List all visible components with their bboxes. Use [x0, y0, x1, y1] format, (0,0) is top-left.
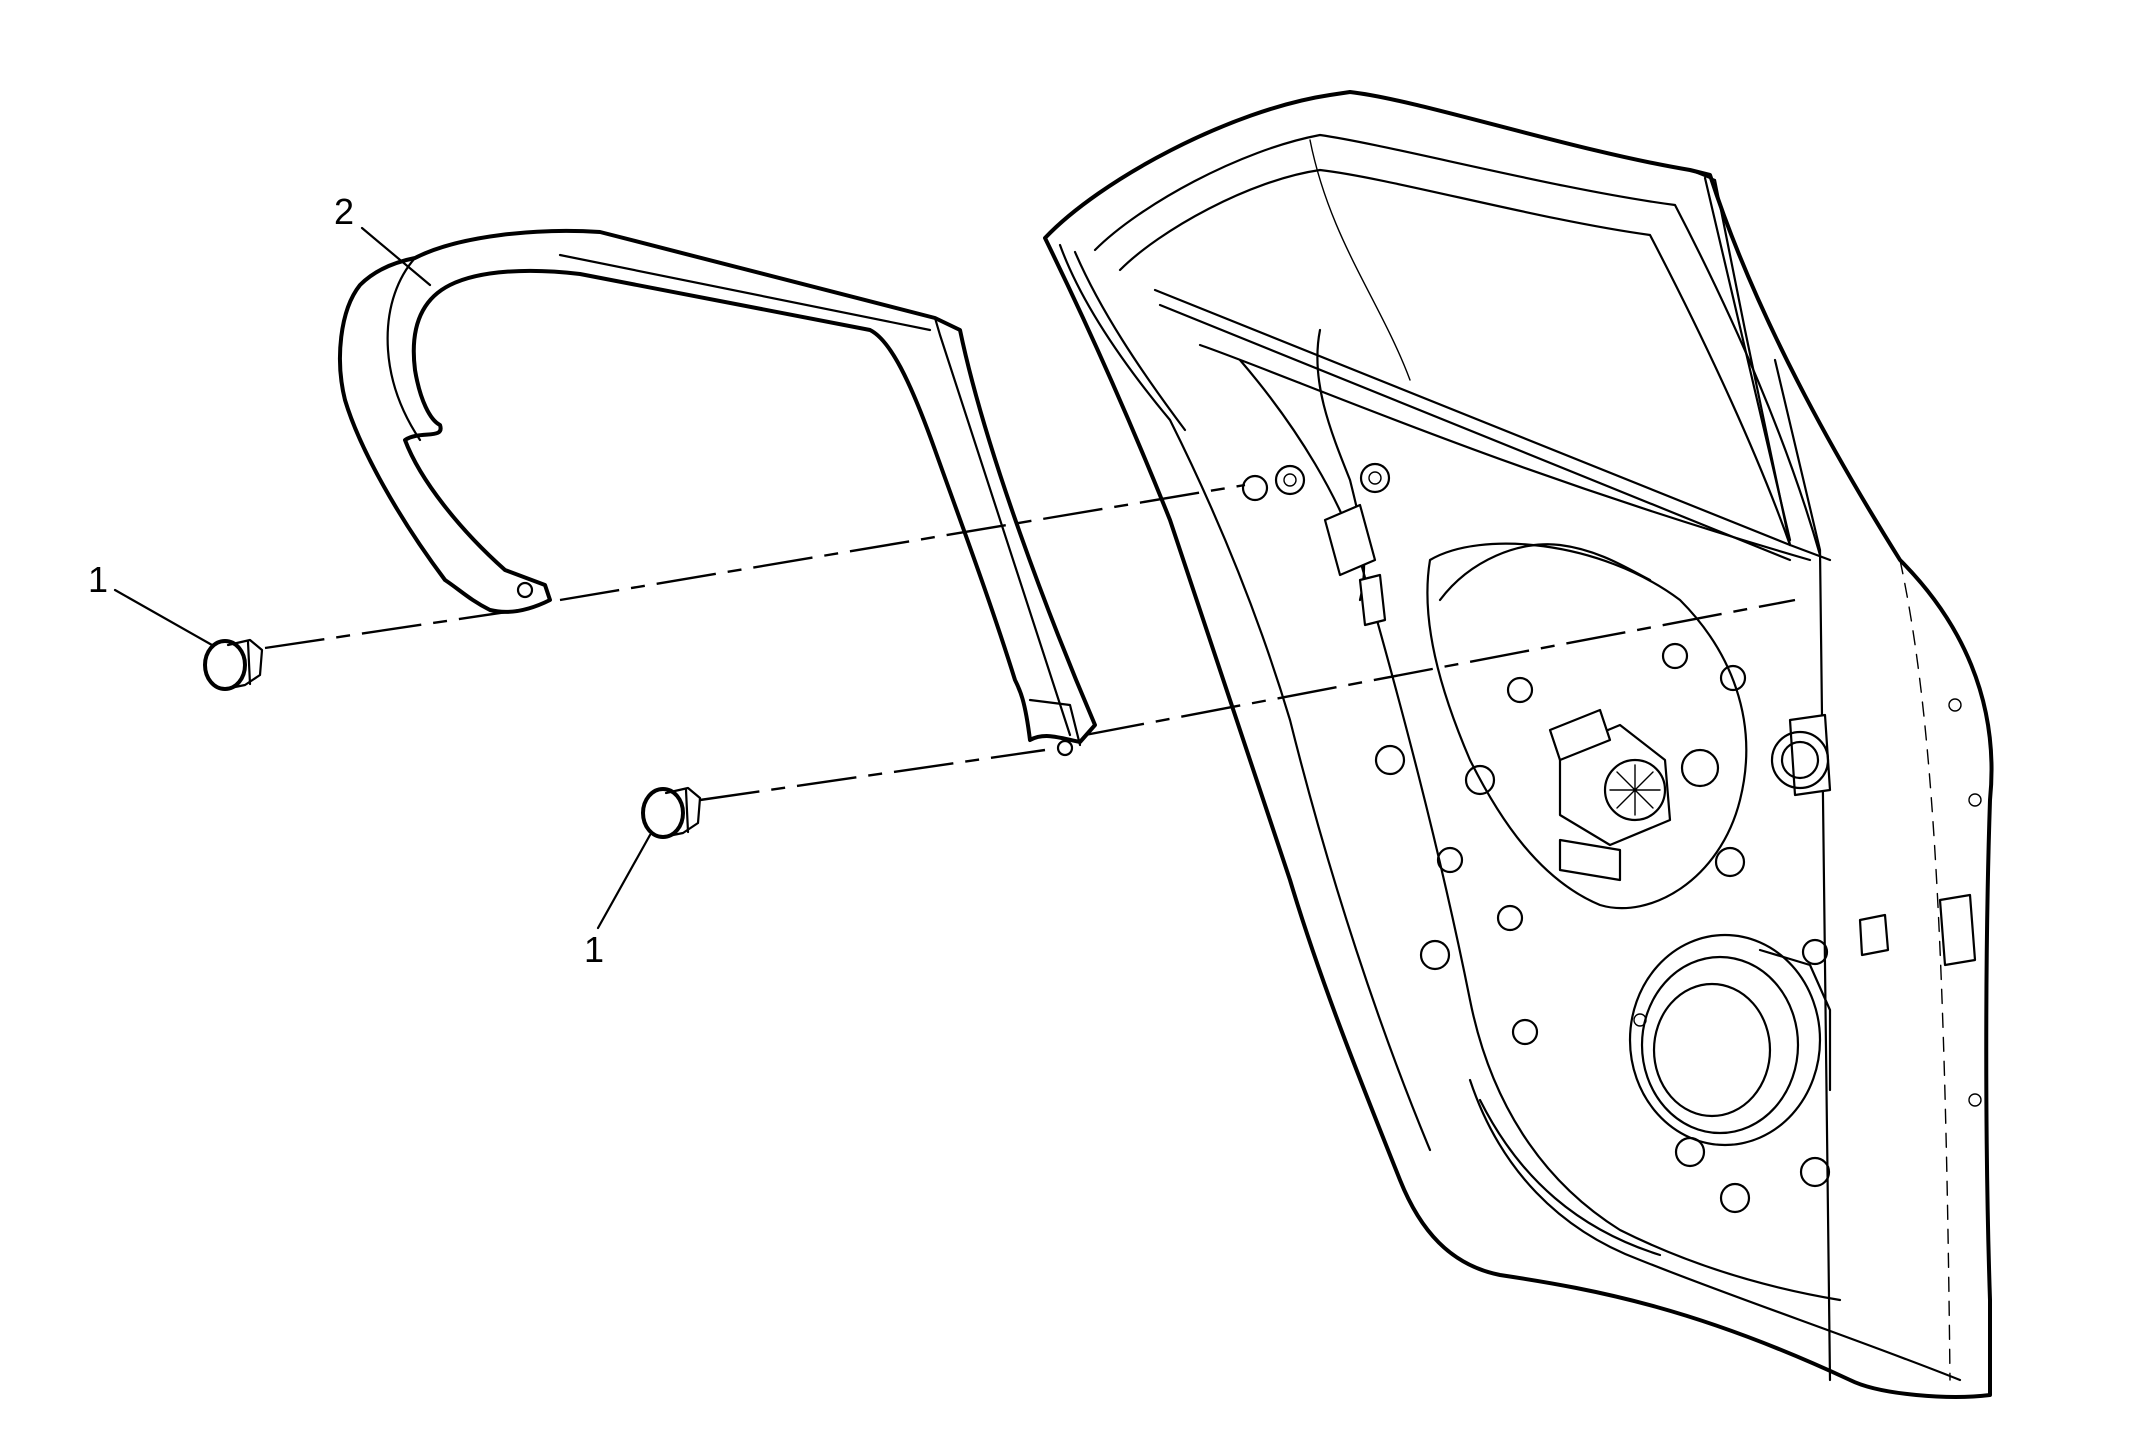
callout-label-2: 2: [334, 191, 354, 232]
rear-door-assembly: [1043, 90, 1994, 1399]
door-latch: [1788, 713, 1977, 967]
alignment-lines: [264, 483, 1796, 802]
fastener-lower-center: [641, 786, 702, 839]
mounting-holes: [1241, 462, 1982, 1214]
fastener-upper-left: [203, 638, 264, 691]
callout-leaders: [113, 226, 652, 930]
callout-label-1-bottom: 1: [584, 929, 604, 970]
door-speaker: [1628, 933, 1832, 1147]
applique-molding: [338, 228, 1097, 757]
callout-label-1-left: 1: [88, 559, 108, 600]
window-regulator-motor: [1548, 708, 1672, 882]
